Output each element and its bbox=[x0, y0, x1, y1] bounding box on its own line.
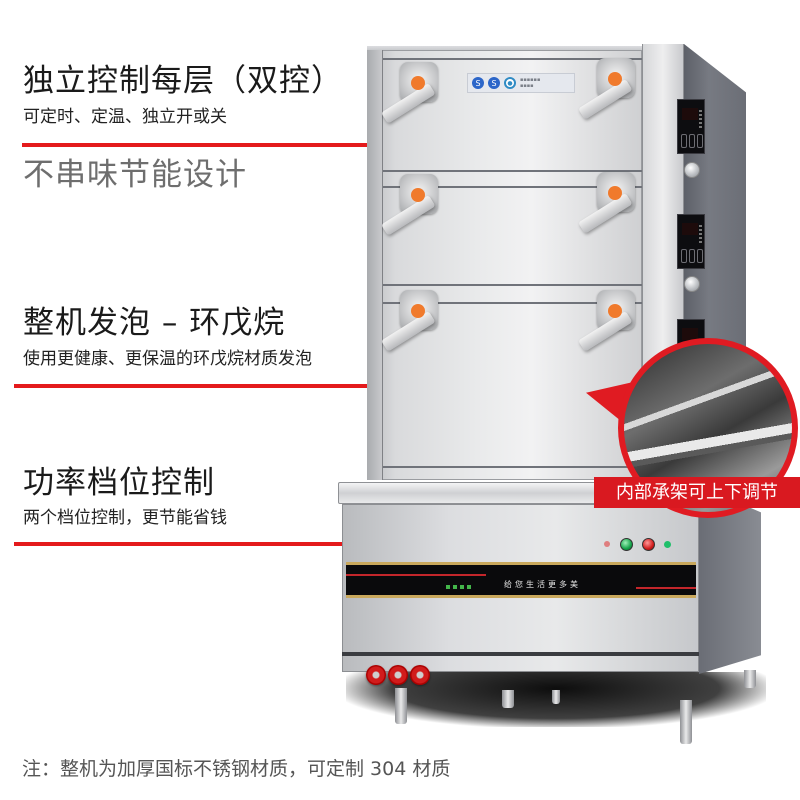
door-latch-2-left[interactable] bbox=[376, 174, 446, 236]
valve-handle-3[interactable] bbox=[410, 665, 430, 685]
callout-line-foam bbox=[14, 384, 506, 388]
door-latch-2-right[interactable] bbox=[573, 172, 643, 234]
latch-knob-icon bbox=[411, 304, 425, 318]
layer-2-power-knob[interactable] bbox=[684, 276, 700, 292]
feature-subtitle-power: 两个档位控制，更节能省钱 bbox=[23, 508, 227, 528]
cert-s-icon: S bbox=[472, 77, 484, 89]
door-latch-3-right[interactable] bbox=[573, 290, 643, 352]
leg-back-right bbox=[744, 670, 756, 688]
material-footnote: 注：整机为加厚国标不锈钢材质，可定制 304 材质 bbox=[22, 758, 451, 780]
door-latch-1-right[interactable] bbox=[573, 58, 643, 120]
feature-title-dual-control: 独立控制每层（双控） bbox=[23, 63, 343, 99]
layer-1-control-panel[interactable] bbox=[677, 99, 705, 154]
feature-subtitle-dual-control: 可定时、定温、独立开或关 bbox=[23, 107, 227, 127]
valve-handle-2[interactable] bbox=[388, 665, 408, 685]
latch-knob-icon bbox=[608, 186, 622, 200]
branding-strip: 给您生活更多美 bbox=[346, 562, 696, 598]
feature-title-foam: 整机发泡 – 环戊烷 bbox=[23, 305, 286, 341]
door-divider bbox=[383, 58, 642, 60]
leg-front-left bbox=[395, 688, 407, 724]
power-button-red[interactable] bbox=[642, 538, 655, 551]
layer-2-control-panel[interactable] bbox=[677, 214, 705, 269]
door-divider bbox=[383, 466, 642, 468]
base-divider bbox=[342, 652, 699, 656]
callout-line-control bbox=[22, 143, 644, 147]
door-latch-3-left[interactable] bbox=[376, 290, 446, 352]
cert-s-icon: S bbox=[488, 77, 500, 89]
status-leds bbox=[446, 585, 471, 589]
cert-fine-print: ▪▪▪▪▪▪▪▪▪▪ bbox=[520, 77, 541, 89]
door-latch-1-left[interactable] bbox=[376, 62, 446, 124]
latch-knob-icon bbox=[411, 188, 425, 202]
indicator-light-small-red bbox=[604, 541, 610, 547]
latch-knob-icon bbox=[411, 76, 425, 90]
valve-handle-1[interactable] bbox=[366, 665, 386, 685]
cert-ring-icon: ● bbox=[504, 77, 516, 89]
certification-sticker: S S ● ▪▪▪▪▪▪▪▪▪▪ bbox=[467, 73, 575, 93]
door-divider bbox=[383, 186, 642, 188]
feature-title-power: 功率档位控制 bbox=[23, 465, 215, 501]
door-divider bbox=[383, 170, 642, 172]
rack-adjustable-label: 内部承架可上下调节 bbox=[594, 477, 800, 508]
power-button-green[interactable] bbox=[620, 538, 633, 551]
slogan-text: 给您生活更多美 bbox=[504, 580, 581, 589]
layer-1-power-knob[interactable] bbox=[684, 162, 700, 178]
door-divider bbox=[383, 284, 642, 286]
drain-outlet bbox=[552, 690, 560, 704]
leg-front-right bbox=[680, 700, 692, 744]
feature-subtitle-foam: 使用更健康、更保温的环戊烷材质发泡 bbox=[23, 349, 312, 369]
cabinet-upper-body bbox=[367, 50, 642, 480]
feature-title-no-odor: 不串味节能设计 bbox=[23, 157, 247, 193]
door-divider bbox=[383, 302, 642, 304]
callout-line-power bbox=[14, 542, 624, 546]
drain-pipe bbox=[502, 690, 514, 708]
cabinet-left-frame bbox=[367, 50, 383, 480]
latch-knob-icon bbox=[608, 304, 622, 318]
indicator-light-green bbox=[664, 541, 671, 548]
latch-knob-icon bbox=[608, 72, 622, 86]
